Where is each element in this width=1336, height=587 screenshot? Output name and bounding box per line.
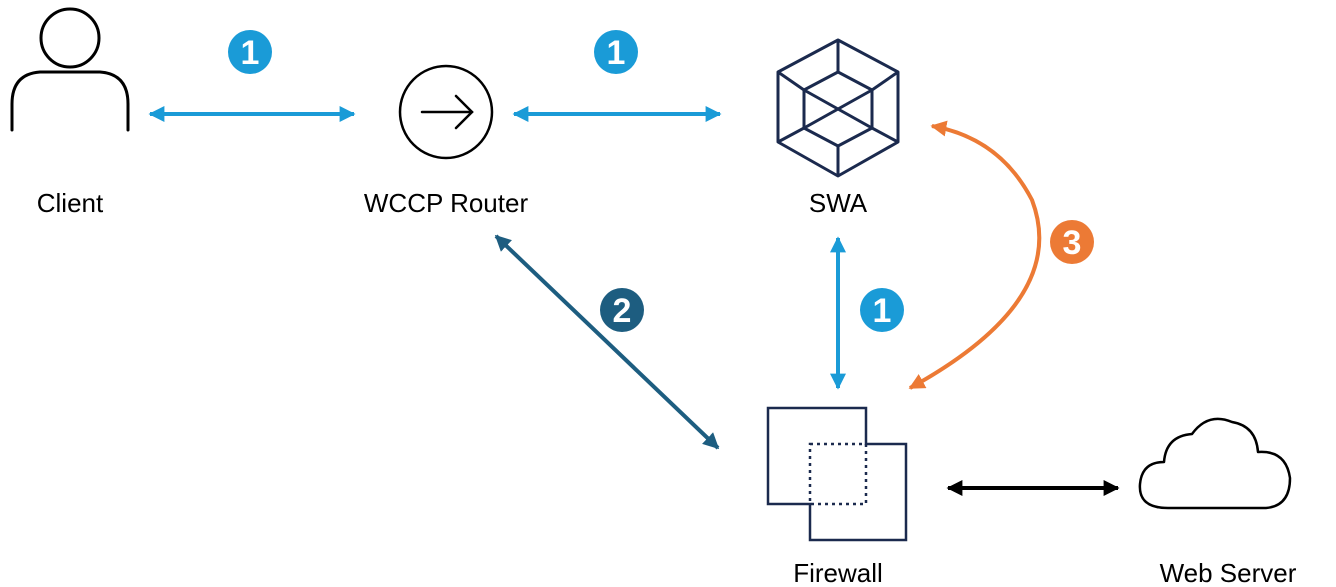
cloud-icon xyxy=(1138,417,1292,510)
svg-text:1: 1 xyxy=(873,292,892,330)
firewall-node: Firewall xyxy=(766,406,908,587)
step-badge-router-swa: 1 xyxy=(594,30,638,74)
step-badge-swa-firewall: 1 xyxy=(860,288,904,332)
step-badge-firewall-swa: 3 xyxy=(1050,220,1094,264)
step-badge-client-router: 1 xyxy=(228,30,272,74)
swa-node: SWA xyxy=(776,38,900,218)
swa-label: SWA xyxy=(809,188,868,218)
firewall-label: Firewall xyxy=(793,558,883,587)
firewall-squares-icon xyxy=(766,406,908,542)
step-badge-router-firewall: 2 xyxy=(600,288,644,332)
client-label: Client xyxy=(37,188,104,218)
webserver-node: Web Server xyxy=(1138,417,1297,587)
arrow-router-firewall xyxy=(494,234,720,450)
client-node: Client xyxy=(10,7,130,218)
person-icon xyxy=(10,7,130,132)
svg-text:1: 1 xyxy=(607,34,626,72)
arrow-firewall-swa xyxy=(908,120,1042,390)
svg-text:1: 1 xyxy=(241,34,260,72)
hexagon-web-icon xyxy=(776,38,900,178)
svg-text:3: 3 xyxy=(1063,224,1082,262)
router-node: WCCP Router xyxy=(364,64,529,218)
webserver-label: Web Server xyxy=(1160,558,1297,587)
router-arrow-icon xyxy=(398,64,494,160)
svg-text:2: 2 xyxy=(613,292,632,330)
router-label: WCCP Router xyxy=(364,188,529,218)
